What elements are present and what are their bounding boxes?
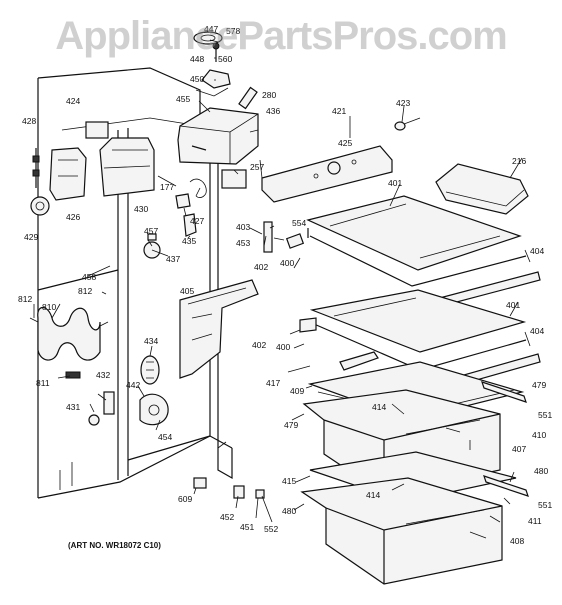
label-432: 432 xyxy=(96,370,110,380)
label-401a: 401 xyxy=(388,178,402,188)
label-421: 421 xyxy=(332,106,346,116)
wiring xyxy=(157,169,247,237)
label-560: 560 xyxy=(218,54,232,64)
label-554: 554 xyxy=(292,218,306,228)
heater xyxy=(29,306,109,379)
label-447: 447 xyxy=(204,24,218,34)
art-number: (ART NO. WR18072 C10) xyxy=(68,541,161,550)
label-408: 408 xyxy=(510,536,524,546)
label-451: 451 xyxy=(240,522,254,532)
label-423: 423 xyxy=(396,98,410,108)
label-429: 429 xyxy=(24,232,38,242)
label-431: 431 xyxy=(66,402,80,412)
label-417: 417 xyxy=(266,378,280,388)
crisper-drawer-lower xyxy=(300,477,503,585)
label-810: 810 xyxy=(42,302,56,312)
thermostat-knob-parts xyxy=(193,31,231,97)
label-479b: 479 xyxy=(284,420,298,430)
label-458: 458 xyxy=(82,272,96,282)
label-430: 430 xyxy=(134,204,148,214)
label-435: 435 xyxy=(182,236,196,246)
label-480a: 480 xyxy=(534,466,548,476)
label-400a: 400 xyxy=(280,258,294,268)
label-414a: 414 xyxy=(372,402,386,412)
label-450: 450 xyxy=(190,74,204,84)
shelf-bin xyxy=(435,163,529,215)
label-452: 452 xyxy=(220,512,234,522)
leader-lines xyxy=(33,39,531,539)
label-480b: 480 xyxy=(282,506,296,516)
label-457: 457 xyxy=(144,226,158,236)
label-436: 436 xyxy=(266,106,280,116)
part-labels: 447 578 448 560 450 280 455 436 424 428 … xyxy=(18,24,552,550)
label-455: 455 xyxy=(176,94,190,104)
label-402a: 402 xyxy=(254,262,268,272)
label-400b: 400 xyxy=(276,342,290,352)
label-609: 609 xyxy=(178,494,192,504)
label-415: 415 xyxy=(282,476,296,486)
control-housing xyxy=(177,86,259,165)
label-437: 437 xyxy=(166,254,180,264)
label-442: 442 xyxy=(126,380,140,390)
label-578: 578 xyxy=(226,26,240,36)
label-411: 411 xyxy=(528,516,542,526)
label-409: 409 xyxy=(290,386,304,396)
label-448: 448 xyxy=(190,54,204,64)
label-257: 257 xyxy=(250,162,264,172)
label-401b: 401 xyxy=(506,300,520,310)
defrost-parts xyxy=(88,355,265,499)
air-duct xyxy=(179,279,259,379)
glass-shelf-upper xyxy=(263,195,541,309)
light-housing xyxy=(30,121,155,216)
label-551a: 551 xyxy=(538,410,552,420)
label-424: 424 xyxy=(66,96,80,106)
label-403: 403 xyxy=(236,222,250,232)
label-479a: 479 xyxy=(532,380,546,390)
label-425: 425 xyxy=(338,138,352,148)
label-552: 552 xyxy=(264,524,278,534)
label-177: 177 xyxy=(160,182,174,192)
label-404b: 404 xyxy=(530,326,544,336)
label-407: 407 xyxy=(512,444,526,454)
label-404a: 404 xyxy=(530,246,544,256)
label-811: 811 xyxy=(36,378,50,388)
label-216: 216 xyxy=(512,156,526,166)
label-551b: 551 xyxy=(538,500,552,510)
label-812b: 812 xyxy=(18,294,32,304)
label-434: 434 xyxy=(144,336,158,346)
label-280: 280 xyxy=(262,90,276,100)
label-428: 428 xyxy=(22,116,36,126)
label-414b: 414 xyxy=(366,490,380,500)
label-812a: 812 xyxy=(78,286,92,296)
label-454: 454 xyxy=(158,432,172,442)
crisper-cover-panel xyxy=(261,121,406,203)
label-402b: 402 xyxy=(252,340,266,350)
label-410: 410 xyxy=(532,430,546,440)
label-453: 453 xyxy=(236,238,250,248)
label-426: 426 xyxy=(66,212,80,222)
label-427: 427 xyxy=(190,216,204,226)
label-405: 405 xyxy=(180,286,194,296)
